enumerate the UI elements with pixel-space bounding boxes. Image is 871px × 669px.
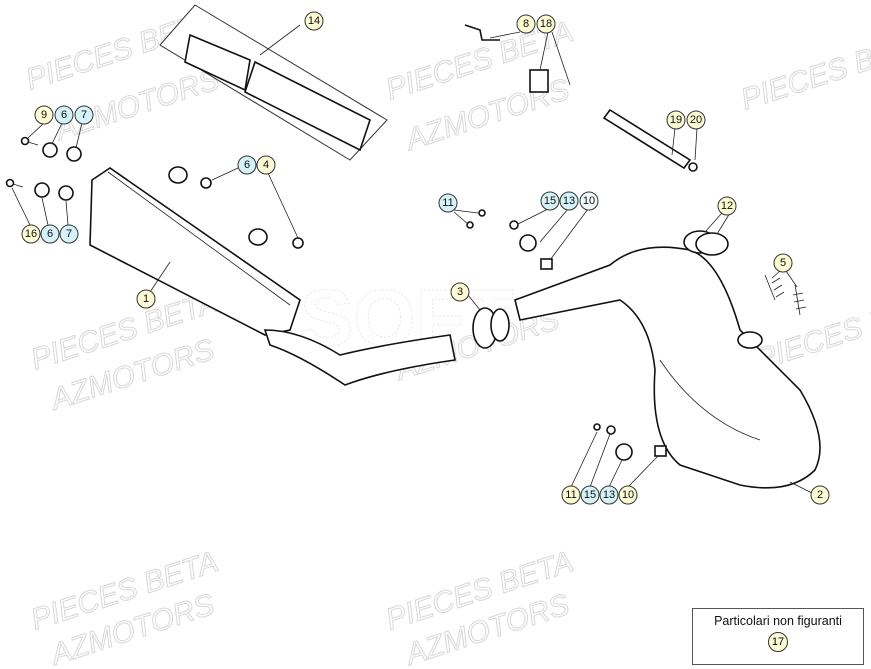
callout-13[interactable]: 13 [599, 485, 619, 505]
springs-part-5 [764, 274, 807, 316]
callout-15[interactable]: 15 [540, 191, 560, 211]
svg-text:6: 6 [61, 109, 67, 121]
parts-not-shown-box: Particolari non figuranti 17 [692, 608, 864, 665]
callout-19[interactable]: 19 [666, 110, 686, 130]
svg-text:6: 6 [244, 159, 250, 171]
svg-text:8: 8 [523, 18, 529, 30]
svg-text:3: 3 [457, 286, 463, 298]
small-hardware [5, 24, 698, 461]
svg-text:15: 15 [584, 489, 596, 501]
callout-10[interactable]: 10 [618, 485, 638, 505]
part-1-silencer [89, 166, 456, 386]
svg-text:11: 11 [565, 489, 576, 501]
svg-text:20: 20 [690, 114, 702, 126]
callout-18[interactable]: 18 [536, 14, 556, 34]
svg-text:18: 18 [540, 18, 552, 30]
svg-text:15: 15 [544, 195, 556, 207]
callout-9[interactable]: 9 [34, 105, 54, 125]
callout-6[interactable]: 6 [54, 105, 74, 125]
parts-not-shown-title: Particolari non figuranti [714, 614, 842, 628]
callout-11[interactable]: 11 [438, 193, 458, 213]
callout-13[interactable]: 13 [559, 191, 579, 211]
svg-text:1: 1 [143, 293, 149, 305]
svg-text:14: 14 [308, 15, 320, 27]
callout-14[interactable]: 14 [304, 11, 324, 31]
svg-text:6: 6 [47, 228, 53, 240]
callout-16[interactable]: 16 [21, 224, 41, 244]
svg-text:13: 13 [603, 489, 615, 501]
svg-text:7: 7 [66, 228, 72, 240]
callout-12[interactable]: 12 [717, 196, 737, 216]
callout-20[interactable]: 20 [686, 110, 706, 130]
callout-7[interactable]: 7 [59, 224, 79, 244]
svg-text:13: 13 [563, 195, 575, 207]
svg-text:5: 5 [780, 257, 786, 269]
callout-1[interactable]: 1 [136, 289, 156, 309]
svg-text:10: 10 [622, 489, 634, 501]
watermark-text: PIECES BETA [737, 25, 871, 116]
svg-text:2: 2 [817, 489, 823, 501]
svg-text:16: 16 [25, 228, 37, 240]
callout-17[interactable]: 17 [768, 632, 788, 652]
callout-2[interactable]: 2 [810, 485, 830, 505]
part-2-expansion-chamber [514, 230, 821, 489]
callout-7[interactable]: 7 [74, 105, 94, 125]
callout-11[interactable]: 11 [561, 485, 581, 505]
svg-text:11: 11 [442, 197, 453, 209]
part-3-coupling [472, 307, 510, 349]
part-14-packing [159, 4, 388, 161]
svg-text:7: 7 [81, 109, 87, 121]
callout-badges: 14 8 18 9 6 7 6 4 16 6 7 11 15 13 10 19 … [21, 11, 830, 505]
svg-text:10: 10 [583, 195, 595, 207]
svg-text:9: 9 [41, 109, 47, 121]
callout-5[interactable]: 5 [773, 253, 793, 273]
svg-text:4: 4 [263, 159, 269, 171]
callout-10[interactable]: 10 [579, 191, 599, 211]
callout-3[interactable]: 3 [450, 282, 470, 302]
callout-6[interactable]: 6 [237, 155, 257, 175]
svg-text:19: 19 [670, 114, 682, 126]
svg-text:12: 12 [721, 200, 733, 212]
leader-lines [11, 24, 813, 494]
callout-4[interactable]: 4 [256, 155, 276, 175]
callout-6[interactable]: 6 [40, 224, 60, 244]
callout-15[interactable]: 15 [580, 485, 600, 505]
callout-8[interactable]: 8 [516, 14, 536, 34]
